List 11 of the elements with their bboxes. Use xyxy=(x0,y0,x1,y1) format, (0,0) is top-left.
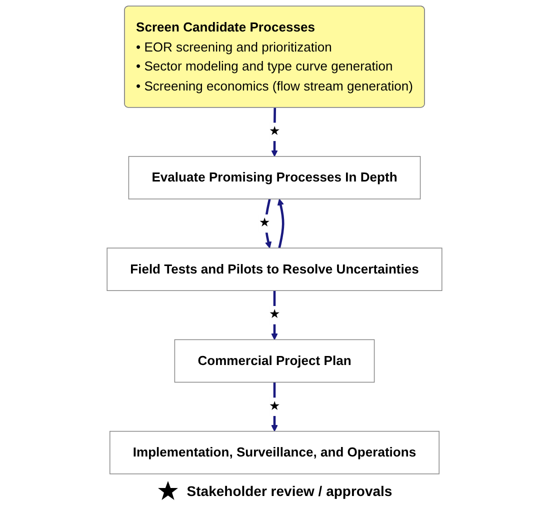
node-box xyxy=(174,339,375,383)
node-box xyxy=(106,248,442,291)
node-box xyxy=(128,156,421,200)
legend-text: Stakeholder review / approvals xyxy=(186,483,392,499)
edge-label: ★ xyxy=(269,308,280,322)
flowchart-drawing: ★ ★ ★ ★ Screen Candidate Processes • EOR screening and prioritization • Sector modeling and type curve generation • Screening economics (flow stream generation) Evaluate Promising Processes In Depth Field Tests and Pilots to Resolve Uncertainties Commercial Project Plan Implementation, Surveillance, and Operations xyxy=(0,0,549,480)
arrow xyxy=(277,198,284,248)
edge-label: ★ xyxy=(258,216,270,230)
node-box xyxy=(110,430,440,474)
edge-label: ★ xyxy=(269,400,280,413)
edge-label: ★ xyxy=(269,124,280,138)
